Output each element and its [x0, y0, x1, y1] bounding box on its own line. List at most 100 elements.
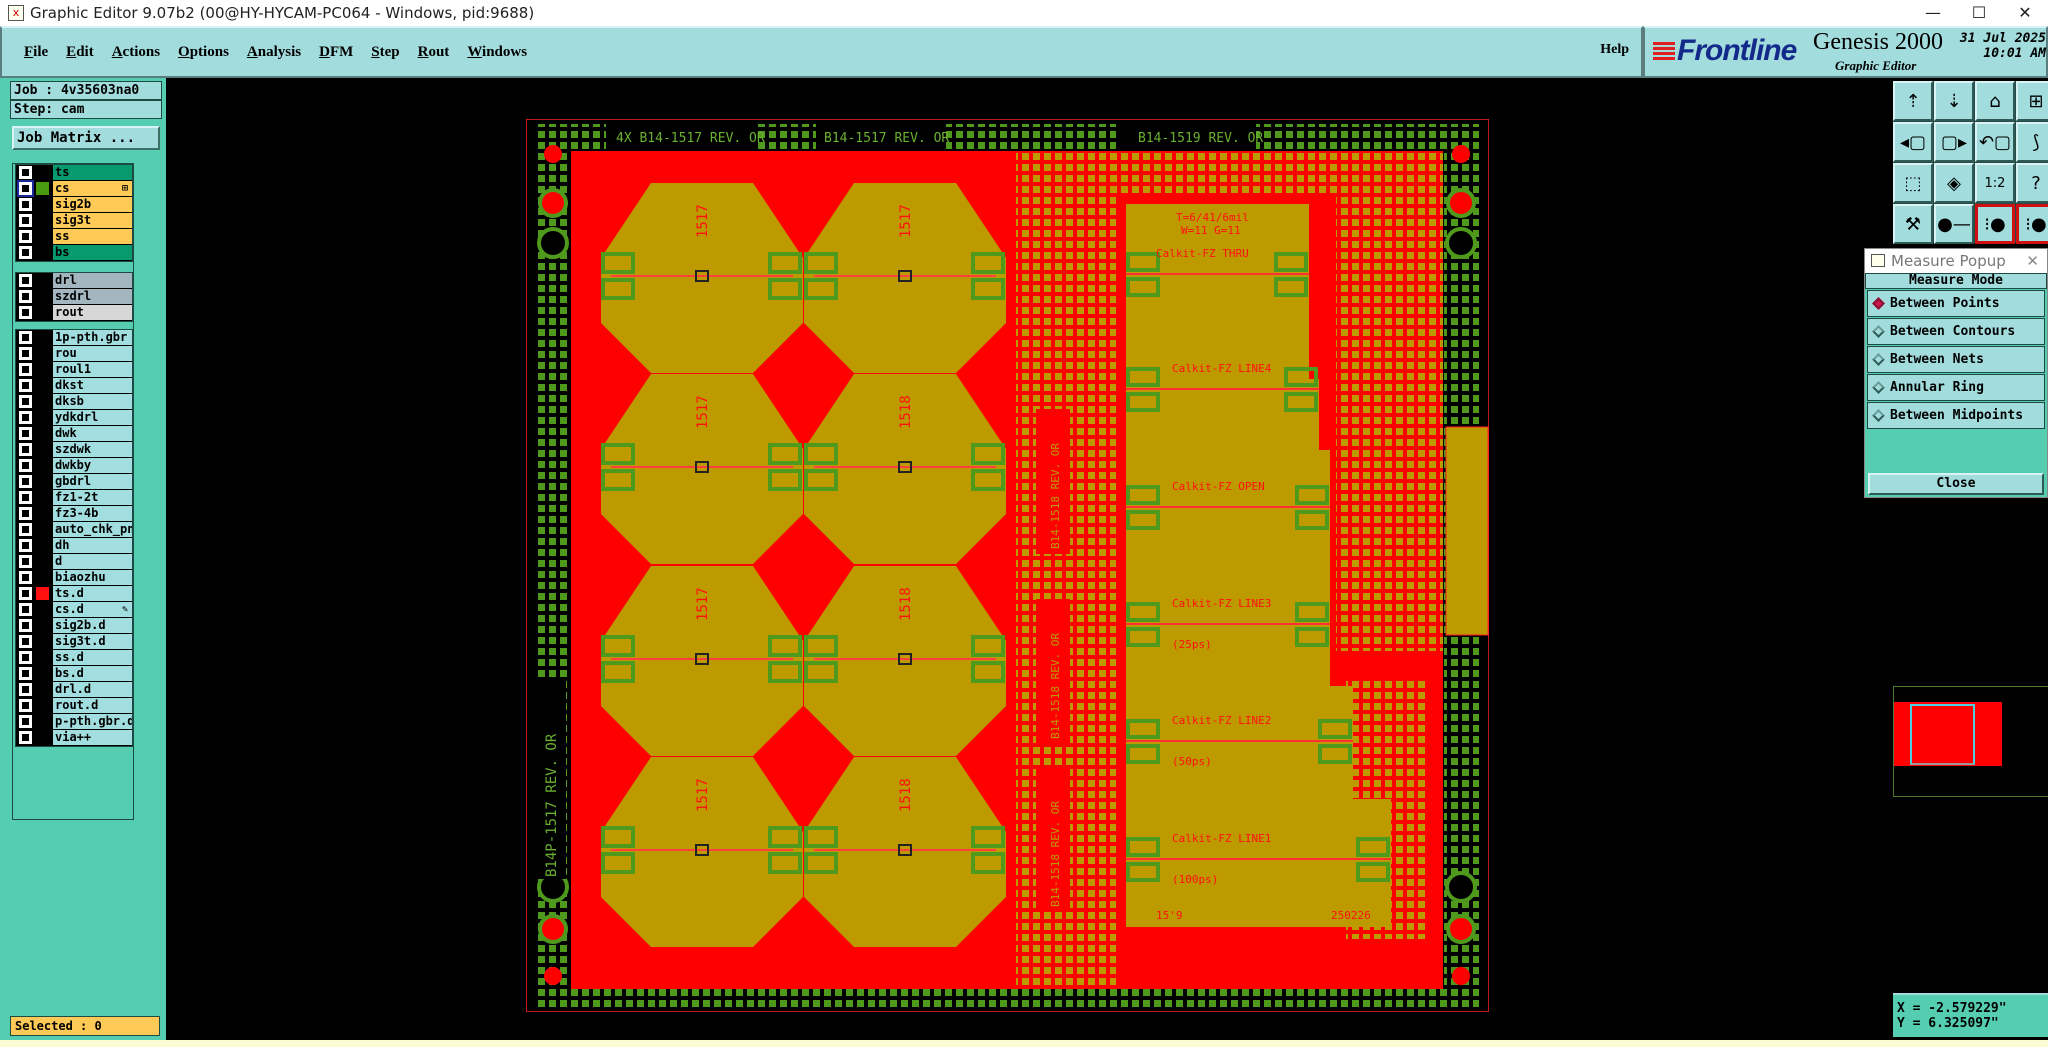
home-button[interactable]: ⌂	[1975, 81, 2015, 121]
layer-checkbox[interactable]	[19, 635, 32, 648]
menu-file[interactable]: File	[24, 43, 49, 60]
layer-checkbox[interactable]	[19, 290, 32, 303]
layer-name[interactable]: ss	[53, 229, 132, 244]
layer-name[interactable]: d	[53, 554, 132, 569]
maximize-button[interactable]: ☐	[1971, 3, 1987, 22]
menu-analysis[interactable]: Analysis	[246, 43, 302, 60]
layer-checkbox[interactable]	[19, 379, 32, 392]
layer-checkbox[interactable]	[19, 411, 32, 424]
layer-name[interactable]: ts.d	[53, 586, 132, 601]
layer-checkbox[interactable]	[19, 363, 32, 376]
layer-name[interactable]: ts	[53, 165, 132, 180]
layer-checkbox[interactable]	[19, 683, 32, 696]
layer-checkbox[interactable]	[19, 667, 32, 680]
menu-actions[interactable]: Actions	[111, 43, 161, 60]
layer-row[interactable]: biaozhu	[16, 570, 132, 586]
layer-color-swatch[interactable]	[36, 230, 49, 243]
layer-checkbox[interactable]	[19, 459, 32, 472]
layer-color-swatch[interactable]	[36, 166, 49, 179]
layer-checkbox[interactable]	[19, 715, 32, 728]
layer-name[interactable]: cs.d✎	[53, 602, 132, 617]
layer-checkbox[interactable]	[19, 395, 32, 408]
layer-color-swatch[interactable]	[36, 715, 49, 728]
measure-option[interactable]: Between Midpoints	[1867, 402, 2045, 429]
layer-checkbox[interactable]	[19, 246, 32, 259]
radio-diamond-icon[interactable]	[1872, 353, 1885, 366]
layer-color-swatch[interactable]	[36, 331, 49, 344]
layer-name[interactable]: 1p-pth.gbr	[53, 330, 132, 345]
layer-row[interactable]: sig3t.d	[16, 634, 132, 650]
layer-row[interactable]: szdrl	[16, 289, 132, 305]
menu-help[interactable]: Help	[1600, 42, 1629, 57]
layer-name[interactable]: cs⊞	[53, 181, 132, 196]
layer-color-swatch[interactable]	[36, 182, 49, 195]
layer-row[interactable]: roul1	[16, 362, 132, 378]
layer-color-swatch[interactable]	[36, 290, 49, 303]
undo-zoom-button[interactable]: ↶▢	[1975, 122, 2015, 162]
layer-row[interactable]: ss.d	[16, 650, 132, 666]
menu-rout[interactable]: Rout	[417, 43, 450, 60]
layer-color-swatch[interactable]	[36, 699, 49, 712]
layer-checkbox[interactable]	[19, 587, 32, 600]
layer-name[interactable]: gbdrl	[53, 474, 132, 489]
layer-color-swatch[interactable]	[36, 635, 49, 648]
layer-name[interactable]: roul1	[53, 362, 132, 377]
layer-name[interactable]: auto_chk_pnl	[53, 522, 132, 537]
layer-checkbox[interactable]	[19, 731, 32, 744]
layer-checkbox[interactable]	[19, 555, 32, 568]
layer-checkbox[interactable]	[19, 306, 32, 319]
layer-color-swatch[interactable]	[36, 459, 49, 472]
layer-color-swatch[interactable]	[36, 411, 49, 424]
layer-color-swatch[interactable]	[36, 198, 49, 211]
layer-color-swatch[interactable]	[36, 571, 49, 584]
layer-color-swatch[interactable]	[36, 507, 49, 520]
layer-name[interactable]: dksb	[53, 394, 132, 409]
layer-color-swatch[interactable]	[36, 306, 49, 319]
layer-name[interactable]: szdwk	[53, 442, 132, 457]
layer-row[interactable]: dkst	[16, 378, 132, 394]
layer-row[interactable]: rout.d	[16, 698, 132, 714]
layer-color-swatch[interactable]	[36, 587, 49, 600]
layer-name[interactable]: fz3-4b	[53, 506, 132, 521]
layer-row[interactable]: rout	[16, 305, 132, 321]
layer-row[interactable]: fz1-2t	[16, 490, 132, 506]
layer-row[interactable]: sig2b.d	[16, 618, 132, 634]
layer-checkbox[interactable]	[19, 274, 32, 287]
scale-1-2-button[interactable]: 1:2	[1975, 163, 2015, 203]
layer-row[interactable]: drl	[16, 273, 132, 289]
measure-option[interactable]: Annular Ring	[1867, 374, 2045, 401]
layer-color-swatch[interactable]	[36, 731, 49, 744]
layer-color-swatch[interactable]	[36, 651, 49, 664]
layer-name[interactable]: dh	[53, 538, 132, 553]
layer-checkbox[interactable]	[19, 539, 32, 552]
layer-row[interactable]: auto_chk_pnl	[16, 522, 132, 538]
layer-color-swatch[interactable]	[36, 274, 49, 287]
layer-name[interactable]: szdrl	[53, 289, 132, 304]
layer-checkbox[interactable]	[19, 166, 32, 179]
layer-row[interactable]: drl.d	[16, 682, 132, 698]
layer-row[interactable]: fz3-4b	[16, 506, 132, 522]
layer-color-swatch[interactable]	[36, 683, 49, 696]
layer-color-swatch[interactable]	[36, 555, 49, 568]
layer-checkbox[interactable]	[19, 475, 32, 488]
layer-row[interactable]: bs	[16, 245, 132, 261]
layer-row[interactable]: ts	[16, 165, 132, 181]
layer-color-swatch[interactable]	[36, 539, 49, 552]
close-window-button[interactable]: ✕	[2018, 3, 2032, 22]
close-icon[interactable]: ✕	[2026, 252, 2039, 270]
layer-row[interactable]: bs.d	[16, 666, 132, 682]
layer-name[interactable]: fz1-2t	[53, 490, 132, 505]
tools-button[interactable]: ⚒	[1893, 204, 1933, 244]
layer-row[interactable]: 1p-pth.gbr	[16, 330, 132, 346]
layer-name[interactable]: ydkdrl	[53, 410, 132, 425]
layer-checkbox[interactable]	[19, 230, 32, 243]
layer-checkbox[interactable]	[19, 523, 32, 536]
help-button[interactable]: ?	[2016, 163, 2048, 203]
zoom-fit-button[interactable]: ⬚	[1893, 163, 1933, 203]
layer-color-swatch[interactable]	[36, 363, 49, 376]
layer-name[interactable]: sig3t.d	[53, 634, 132, 649]
layer-color-swatch[interactable]	[36, 379, 49, 392]
layer-name[interactable]: drl.d	[53, 682, 132, 697]
layer-row[interactable]: p-pth.gbr.d	[16, 714, 132, 730]
layer-name[interactable]: p-pth.gbr.d	[53, 714, 132, 729]
